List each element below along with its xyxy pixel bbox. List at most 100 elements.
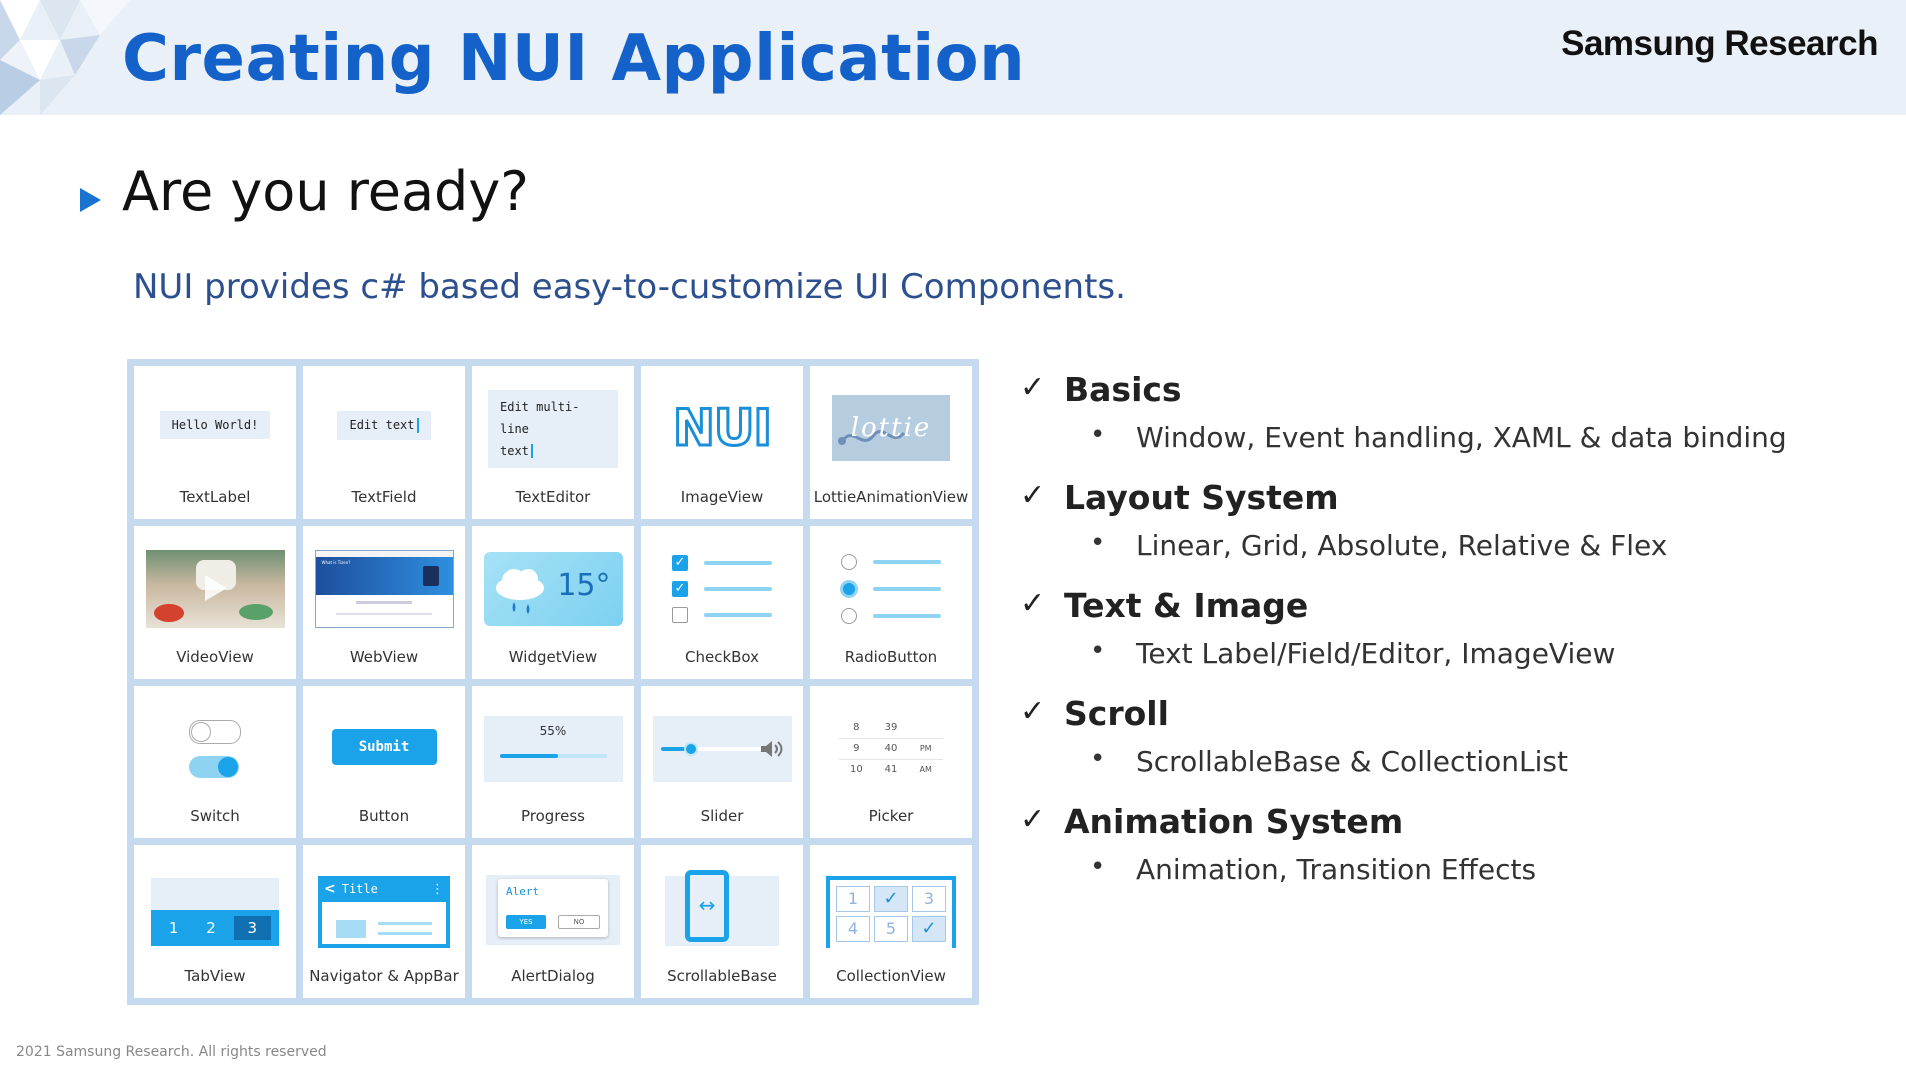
lottie-wave-icon [838,430,906,445]
checkbox-checked[interactable]: ✓ [672,580,688,597]
picker-hour[interactable]: 8 [853,722,860,733]
feature-title: Animation System [1064,802,1404,841]
submit-button[interactable]: Submit [331,728,437,765]
check-icon: ✓ [1020,586,1046,621]
tabview-preview: 1 2 3 [151,878,279,947]
slider-thumb[interactable] [683,741,698,756]
bullet-dot-icon: • [1090,528,1106,558]
picker-minute[interactable]: 39 [884,722,898,733]
collection-item-checked[interactable]: ✓ [874,886,908,913]
phone-frame: ↔ [685,870,729,943]
collection-item[interactable]: 1 [836,886,870,913]
component-cell-imageview: NUI ImageView [641,366,803,519]
switch-off[interactable] [189,719,241,744]
component-label: Button [358,807,410,826]
component-cell-navigator-appbar: < Title ⋮ Navigator & AppBar [303,845,465,998]
component-grid: Hello World! TextLabel Edit text TextFie… [127,359,979,1005]
play-icon[interactable] [204,574,227,601]
feature-detail: ScrollableBase & CollectionList [1136,745,1568,778]
component-cell-textlabel: Hello World! TextLabel [134,366,296,519]
header-bar: Creating NUI Application Samsung Researc… [0,0,1906,115]
collection-item[interactable]: 5 [874,916,908,943]
picker-preview: 8 39 9 40 PM 10 41 AM [839,718,943,780]
tab-3[interactable]: 3 [233,916,271,941]
cloud-rain-icon [495,568,544,614]
alertdialog-preview: Alert YES NO [486,875,620,946]
textfield-preview: Edit text [337,410,431,440]
component-cell-scrollablebase: ↔ ScrollableBase [641,845,803,998]
feature-detail: Text Label/Field/Editor, ImageView [1136,637,1616,670]
collection-item[interactable]: 3 [912,886,946,913]
webpage-preview: What is Tizen? [314,549,454,628]
progress-track [499,753,607,758]
component-cell-slider: Slider [641,685,803,839]
feature-detail: Window, Event handling, XAML & data bind… [1136,421,1787,454]
appbar-preview: < Title ⋮ [318,876,450,949]
component-cell-webview: What is Tizen? WebView [303,525,465,679]
component-label: Progress [520,807,585,826]
picker-hour[interactable]: 9 [853,743,860,754]
component-label: TextField [351,487,417,506]
component-cell-texteditor: Edit multi-line text TextEditor [472,366,634,519]
picker-ampm[interactable]: PM [919,744,932,753]
video-thumbnail [145,549,285,628]
component-cell-alertdialog: Alert YES NO AlertDialog [472,845,634,998]
back-arrow-icon[interactable]: < [324,881,336,898]
webpage-heading: What is Tizen? [321,559,351,565]
tab-2[interactable]: 2 [206,919,216,938]
component-label: RadioButton [844,647,938,666]
feature-title: Basics [1064,370,1182,409]
component-label: Navigator & AppBar [309,967,459,985]
tab-1[interactable]: 1 [168,919,179,938]
text-cursor [530,444,533,458]
progress-preview: 55% [483,715,623,782]
alert-title: Alert [506,885,540,899]
component-label: ImageView [680,487,764,506]
component-label: ScrollableBase [667,967,777,985]
bullet-dot-icon: • [1090,852,1106,882]
more-options-icon[interactable]: ⋮ [431,881,444,897]
picker-ampm[interactable]: AM [919,765,932,774]
switch-on[interactable] [189,755,239,778]
component-label: Picker [868,807,914,826]
component-cell-widgetview: 15° WidgetView [472,525,634,679]
slider-track[interactable] [660,741,761,756]
collection-item-checked[interactable]: ✓ [912,916,946,943]
component-label: LottieAnimationView [813,487,969,506]
component-label: WidgetView [508,647,598,666]
radio-unselected[interactable] [841,607,857,624]
section-subheading: NUI provides c# based easy-to-customize … [133,267,1126,307]
component-cell-button: Submit Button [303,685,465,839]
component-cell-picker: 8 39 9 40 PM 10 41 AM Picker [810,685,972,839]
textfield-text: Edit text [349,418,415,432]
radio-unselected[interactable] [841,553,857,570]
component-label: TabView [184,967,246,985]
component-label: TextEditor [515,487,591,506]
alert-yes-button[interactable]: YES [506,915,546,930]
brand-logo-text: Samsung Research [1561,24,1878,63]
component-cell-radiobutton: RadioButton [810,525,972,679]
slide-title: Creating NUI Application [122,22,1026,96]
radio-selected[interactable] [840,579,858,598]
component-cell-videoview: VideoView [134,525,296,679]
slider-fill [660,746,691,751]
picker-minute[interactable]: 40 [884,743,898,754]
check-icon: ✓ [1020,802,1046,837]
triangle-bullet-icon [80,188,101,212]
collection-item[interactable]: 4 [836,916,870,943]
progress-fill [499,753,559,758]
checkbox-unchecked[interactable] [672,606,688,623]
component-label: CheckBox [684,647,760,666]
slider-preview [652,715,792,782]
picker-hour[interactable]: 10 [849,764,863,775]
check-icon: ✓ [1020,694,1046,729]
switch-preview [189,719,241,778]
radiobutton-preview [840,549,941,629]
check-icon: ✓ [1020,370,1046,405]
feature-title: Text & Image [1064,586,1309,625]
checkbox-checked[interactable]: ✓ [672,554,688,571]
lottie-animation-preview: lottie [832,395,950,461]
alert-no-button[interactable]: NO [558,915,600,930]
picker-minute[interactable]: 41 [884,764,898,775]
texteditor-line-1: Edit multi-line [500,400,580,436]
